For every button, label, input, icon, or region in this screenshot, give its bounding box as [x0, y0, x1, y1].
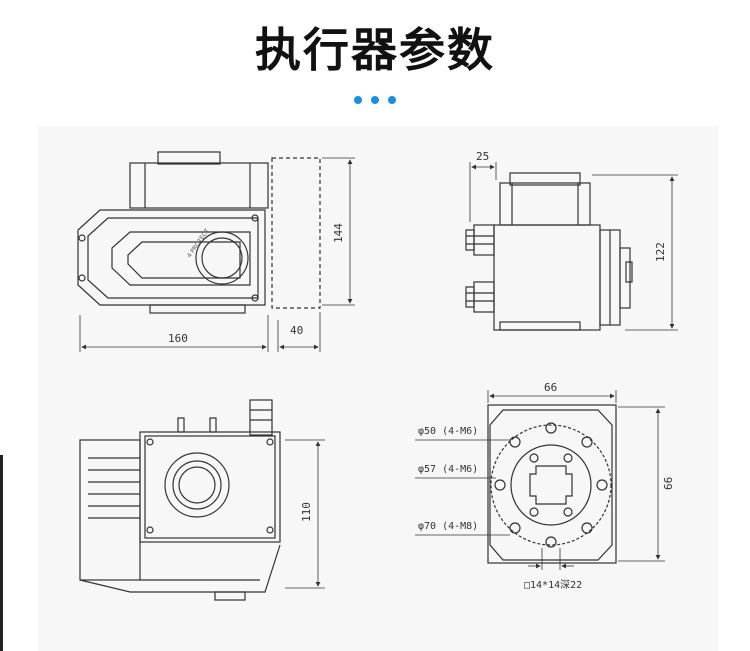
flange-view	[487, 404, 617, 564]
pcd57-note: φ57 (4-M6)	[418, 464, 478, 475]
flange-width-label: 66	[544, 381, 557, 394]
front-width-dimension	[79, 157, 355, 352]
bottom-height-dimension	[285, 439, 325, 589]
accent-dot	[371, 96, 379, 104]
front-ext-label: 40	[290, 324, 303, 337]
bottom-height-label: 110	[300, 502, 313, 522]
flange-height-label: 66	[662, 477, 675, 490]
pcd50-note: φ50 (4-M6)	[418, 426, 478, 437]
front-height-label: 144	[332, 223, 345, 243]
front-view	[77, 151, 321, 314]
front-width-label: 160	[168, 332, 188, 345]
side-depth-label: 25	[476, 150, 489, 163]
flange-dimensions	[415, 390, 665, 570]
accent-dot	[354, 96, 362, 104]
accent-dot	[388, 96, 396, 104]
pcd70-note: φ70 (4-M8)	[418, 521, 478, 532]
left-edge-bar	[0, 455, 3, 651]
side-view	[465, 172, 633, 331]
page-title: 执行器参数	[255, 23, 495, 77]
title-decoration-dots	[0, 96, 750, 104]
side-height-label: 122	[654, 242, 667, 262]
bottom-view	[79, 399, 281, 601]
side-depth-dimension	[469, 162, 678, 331]
square-drive-note: □14*14深22	[524, 579, 582, 591]
